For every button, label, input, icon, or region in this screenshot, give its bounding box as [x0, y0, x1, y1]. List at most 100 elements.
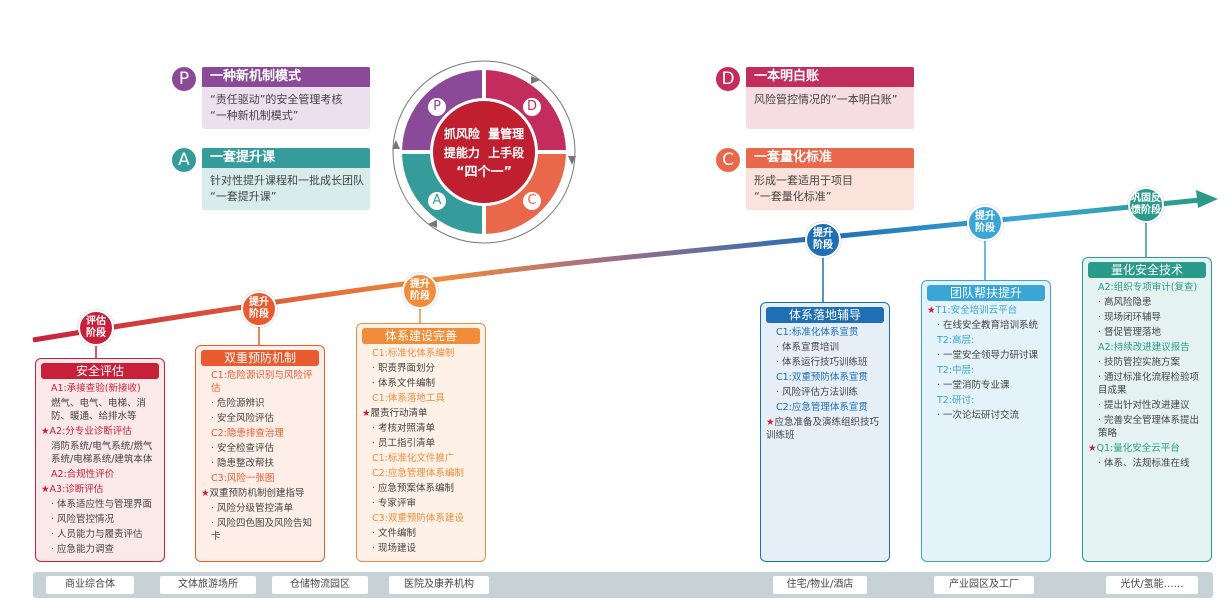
pdca-body-d: 风险管控情况的“一本明白账”	[746, 87, 914, 129]
box-item: 一堂安全领导力研讨课	[927, 349, 1045, 362]
box-item: 人员能力与履责评估	[41, 528, 159, 541]
box-item: 体系、法规标准在线	[1088, 457, 1206, 470]
box-item: 专家评审	[362, 497, 480, 510]
wheel-center-text: 抓风险 量管理 提能力 上手段 “四个一”	[434, 125, 534, 182]
box-item: A2:持续改进建议报告	[1098, 342, 1190, 353]
wheel-letter-a: A	[428, 192, 446, 210]
box-item: 体系文件编制	[362, 377, 480, 390]
stage-box: 安全评估 A1:承接查验(新接收) 燃气、电气、电梯、消防、暖通、给排水等 A2:分专…	[35, 358, 165, 562]
pdca-body-p: “责任驱动”的安全管理考核“一种新机制模式”	[202, 87, 370, 129]
wheel-line-2: 提能力 上手段	[443, 146, 525, 160]
pdca-letter-d: D	[716, 67, 740, 91]
pdca-letter-p: P	[172, 67, 196, 91]
box-item: 风险分级管控清单	[201, 502, 319, 515]
box-item: C1:双重预防体系宣贯	[776, 372, 868, 383]
box-item: C2:应急管理体系宣贯	[776, 402, 868, 413]
box-item: T2:高层:	[937, 335, 975, 346]
stage-marker: 提升 阶段	[241, 291, 277, 327]
box-title: 团队帮扶提升	[927, 285, 1045, 301]
box-item: A1:承接查验(新接收)	[51, 383, 141, 394]
box-item: A2:合规性评价	[51, 469, 115, 480]
industry-tag: 文体旅游场所	[160, 576, 256, 594]
box-item: 完善安全管理体系提出策略	[1088, 414, 1206, 440]
stage-box: 量化安全技术A2:组织专项审计(复查)高风险隐患现场闭环辅导督促管理落地A2:持…	[1082, 257, 1212, 562]
box-title: 体系落地辅导	[766, 307, 884, 323]
box-title: 安全评估	[41, 363, 159, 379]
box-item: 一次论坛研讨交流	[927, 409, 1045, 422]
box-item: 体系适应性与管理界面	[41, 498, 159, 511]
pdca-title-a: 一套提升课	[202, 148, 370, 168]
stage-marker: 提升 阶段	[967, 205, 1003, 241]
box-item: C1:体系落地工具	[372, 393, 445, 404]
stage-box: 体系建设完善C1:标准化体系编制职责界面划分体系文件编制C1:体系落地工具履责行…	[356, 323, 486, 562]
wheel-letter-p: P	[428, 98, 446, 116]
box-item: 风险评估方法训练	[766, 386, 884, 399]
box-item: 通过标准化流程检验项目成果	[1088, 371, 1206, 397]
wheel-letter-d: D	[523, 98, 541, 116]
industry-tag: 医院及康养机构	[389, 576, 489, 594]
box-item: C1:标准化文件推广	[372, 453, 455, 464]
box-item: 安全检查评估	[201, 442, 319, 455]
pdca-title-p: 一种新机制模式	[202, 67, 370, 87]
box-item: 危险源辨识	[201, 397, 319, 410]
pdca-line: “一套提升课”	[210, 190, 277, 203]
industry-tag: 产业园区及工厂	[934, 576, 1034, 594]
pdca-line: 形成一套适用于项目	[754, 174, 853, 187]
box-item: 高风险隐患	[1088, 296, 1206, 309]
box-item: 应急准备及演练组织技巧训练班	[766, 416, 884, 442]
box-item: 消防系统/电气系统/燃气系统/电梯系统/建筑本体	[51, 441, 153, 465]
box-item: 风险管控情况	[41, 513, 159, 526]
industry-tag: 仓储物流园区	[272, 576, 368, 594]
box-item: 风险四色图及风险告知卡	[201, 517, 319, 543]
pdca-line: 针对性提升课程和一批成长团队	[210, 174, 364, 187]
box-item: 现场闭环辅导	[1088, 311, 1206, 324]
box-item: 提出针对性改进建议	[1088, 399, 1206, 412]
pdca-title-c: 一套量化标准	[746, 148, 914, 168]
box-item: 技防管控实施方案	[1088, 356, 1206, 369]
box-item: 燃气、电气、电梯、消防、暖通、给排水等	[51, 398, 147, 422]
box-item: C1:标准化体系编制	[372, 348, 455, 359]
wheel-line-1: 抓风险 量管理	[443, 127, 525, 141]
wheel-line-3: “四个一”	[455, 165, 513, 180]
box-title: 体系建设完善	[362, 328, 480, 344]
box-item: C1:标准化体系宣贯	[776, 327, 859, 338]
box-title: 双重预防机制	[201, 350, 319, 366]
box-item: C2:隐患排查治理	[211, 428, 284, 439]
pdca-line: “责任驱动”的安全管理考核	[210, 93, 343, 106]
pdca-letter-c: C	[716, 148, 740, 172]
box-item: 安全风险评估	[201, 412, 319, 425]
industry-tag: 光伏/氢能……	[1106, 576, 1198, 594]
box-item: A2:组织专项审计(复查)	[1098, 282, 1198, 293]
box-item: 文件编制	[362, 527, 480, 540]
pdca-body-a: 针对性提升课程和一批成长团队 “一套提升课”	[202, 168, 370, 210]
box-item: 隐患整改帮扶	[201, 457, 319, 470]
box-item: T2:研讨:	[937, 395, 975, 406]
pdca-title-d: 一本明白账	[746, 67, 914, 87]
box-item: 督促管理落地	[1088, 326, 1206, 339]
box-item: 一堂消防专业课	[927, 379, 1045, 392]
box-item: 职责界面划分	[362, 362, 480, 375]
stage-box: 体系落地辅导C1:标准化体系宣贯体系宣贯培训体系运行技巧训练班C1:双重预防体系…	[760, 302, 890, 562]
stage-marker: 评估 阶段	[78, 310, 114, 346]
box-item: 在线安全教育培训系统	[927, 319, 1045, 332]
industry-tag: 商业综合体	[46, 576, 134, 594]
box-item: 双重预防机制创建指导	[201, 487, 319, 500]
box-item: C1:危险源识别与风险评估	[211, 370, 313, 394]
box-item: 员工指引清单	[362, 437, 480, 450]
box-item: 体系宣贯培训	[766, 341, 884, 354]
box-item: C3:风险一张图	[211, 473, 275, 484]
stage-box: 双重预防机制 C1:危险源识别与风险评估危险源辨识安全风险评估 C2:隐患排查治理安…	[195, 345, 325, 562]
box-item: T1:安全培训云平台	[927, 304, 1045, 317]
stage-marker: 提升 阶段	[805, 222, 841, 258]
box-item: A2:分专业诊断评估	[41, 425, 159, 438]
box-item: T2:中层:	[937, 365, 975, 376]
industry-tag: 住宅/物业/酒店	[773, 576, 867, 594]
box-item: 现场建设	[362, 542, 480, 555]
box-item: A3:诊断评估	[41, 483, 159, 496]
pdca-body-c: 形成一套适用于项目“一套量化标准”	[746, 168, 914, 210]
box-item: 考核对照清单	[362, 422, 480, 435]
pdca-line: 风险管控情况的“一本明白账”	[754, 93, 898, 106]
box-item: C3:双重预防体系建设	[372, 513, 464, 524]
wheel-letter-c: C	[523, 192, 541, 210]
stage-marker: 巩固反 馈阶段	[1128, 187, 1164, 223]
